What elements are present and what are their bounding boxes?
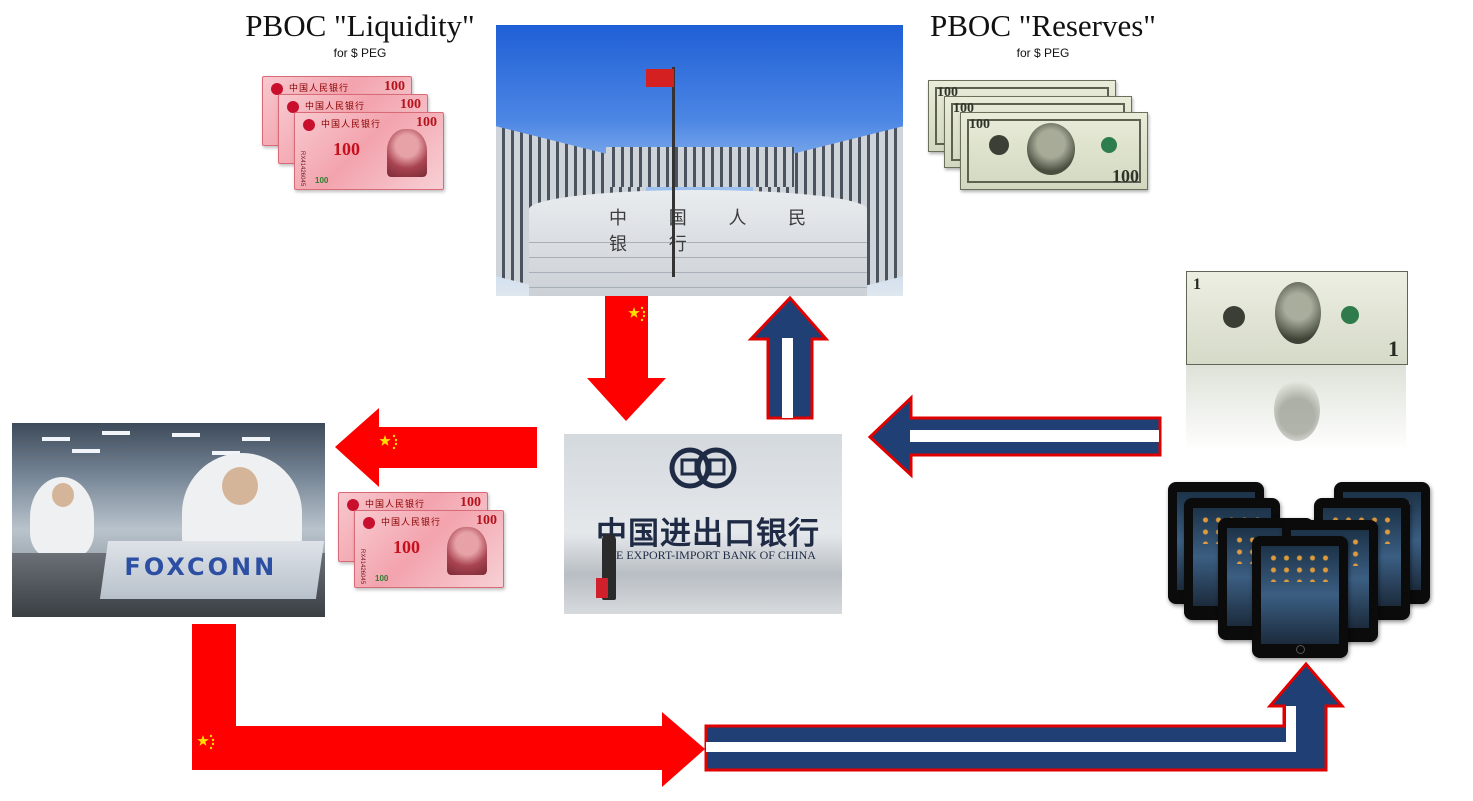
one-dollar-bill: 1 1 [1186,271,1408,365]
yuan-note-front: 中国人民银行 100 100 RX41426045 100 [294,112,444,190]
reserves-title: PBOC "Reserves" [930,8,1156,43]
national-emblem-icon [271,83,283,95]
yuan-note-serial: RX41426045 [299,151,305,187]
yuan-note-header: 中国人民银行 [381,518,442,528]
usd-banknote-stack: 100 100 100 100 [928,80,1150,192]
china-star-icon [628,306,646,322]
exim-sign-english: E EXPORT-IMPORT BANK OF CHINA [616,548,816,562]
one-dollar-large-value: 1 [1388,336,1399,361]
portrait-icon [387,129,427,177]
yuan-note-small-value: 100 [315,176,329,185]
seal-icon [989,135,1009,155]
yuan-note-value: 100 [416,115,437,130]
exim-sign-chinese: 中国进出口银行 [596,516,820,552]
yuan-note-large-value: 100 [333,139,360,159]
yuan-note-value: 100 [476,513,497,528]
foxconn-factory-photo: FOXCONN [12,423,325,617]
yuan-note-front: 中国人民银行 100 100 RX41426045 100 [354,510,504,588]
yuan-note-small-value: 100 [375,574,389,583]
dollar-arrow-left [867,394,1162,479]
yuan-note-serial: RX41426045 [359,549,365,585]
seal-icon [1223,306,1245,328]
yuan-note-value: 100 [400,97,421,112]
pboc-building-photo: 中 国 人 民 银 行 [496,25,903,296]
national-emblem-icon [347,499,359,511]
pboc-building-facade: 中 国 人 民 银 行 [529,190,867,296]
yuan-note-header: 中国人民银行 [289,84,350,94]
china-star-icon [197,734,215,750]
reserves-subtitle: for $ PEG [1016,46,1070,60]
exim-bank-photo: 中国进出口银行 E EXPORT-IMPORT BANK OF CHINA [564,434,842,614]
china-star-icon [379,434,398,450]
treasury-seal-icon [1101,137,1117,153]
usd-note-front: 100 100 [960,112,1148,190]
liquidity-title: PBOC "Liquidity" [245,8,475,43]
usd-note-value: 100 [969,117,990,132]
yuan-note-large-value: 100 [393,537,420,557]
exim-logo-icon [669,447,737,489]
dollar-arrow-to-ipads [704,661,1346,772]
national-emblem-icon [287,101,299,113]
one-dollar-value: 1 [1193,276,1201,293]
national-emblem-icon [303,119,315,131]
portrait-icon [447,527,487,575]
yuan-banknote-stack-middle: 中国人民银行 100 中国人民银行 100 100 RX41426045 100 [336,492,516,592]
portrait-icon [1275,282,1321,344]
national-emblem-icon [363,517,375,529]
china-flag-icon [646,69,674,87]
yuan-note-value: 100 [384,79,405,94]
pboc-building-sign: 中 国 人 民 银 行 [609,208,825,255]
treasury-seal-icon [1341,306,1359,324]
ipad-group [1166,480,1432,662]
one-dollar-reflection [1186,365,1406,455]
yuan-arrow-left [335,408,537,487]
yuan-note-value: 100 [460,495,481,510]
portrait-icon [1027,123,1075,175]
yuan-arrow-down [587,296,666,421]
yuan-note-header: 中国人民银行 [305,102,366,112]
red-bag-icon [596,578,608,598]
ipad-icon-front [1252,536,1348,658]
yuan-note-header: 中国人民银行 [365,500,426,510]
yuan-arrow-export [192,624,705,787]
usd-note-large-value: 100 [1112,166,1139,186]
yuan-note-header: 中国人民银行 [321,120,382,130]
liquidity-subtitle: for $ PEG [333,46,387,60]
yuan-banknote-stack: 中国人民银行 100 中国人民银行 100 中国人民银行 100 100 RX4… [258,76,458,192]
dollar-arrow-up [747,295,830,420]
